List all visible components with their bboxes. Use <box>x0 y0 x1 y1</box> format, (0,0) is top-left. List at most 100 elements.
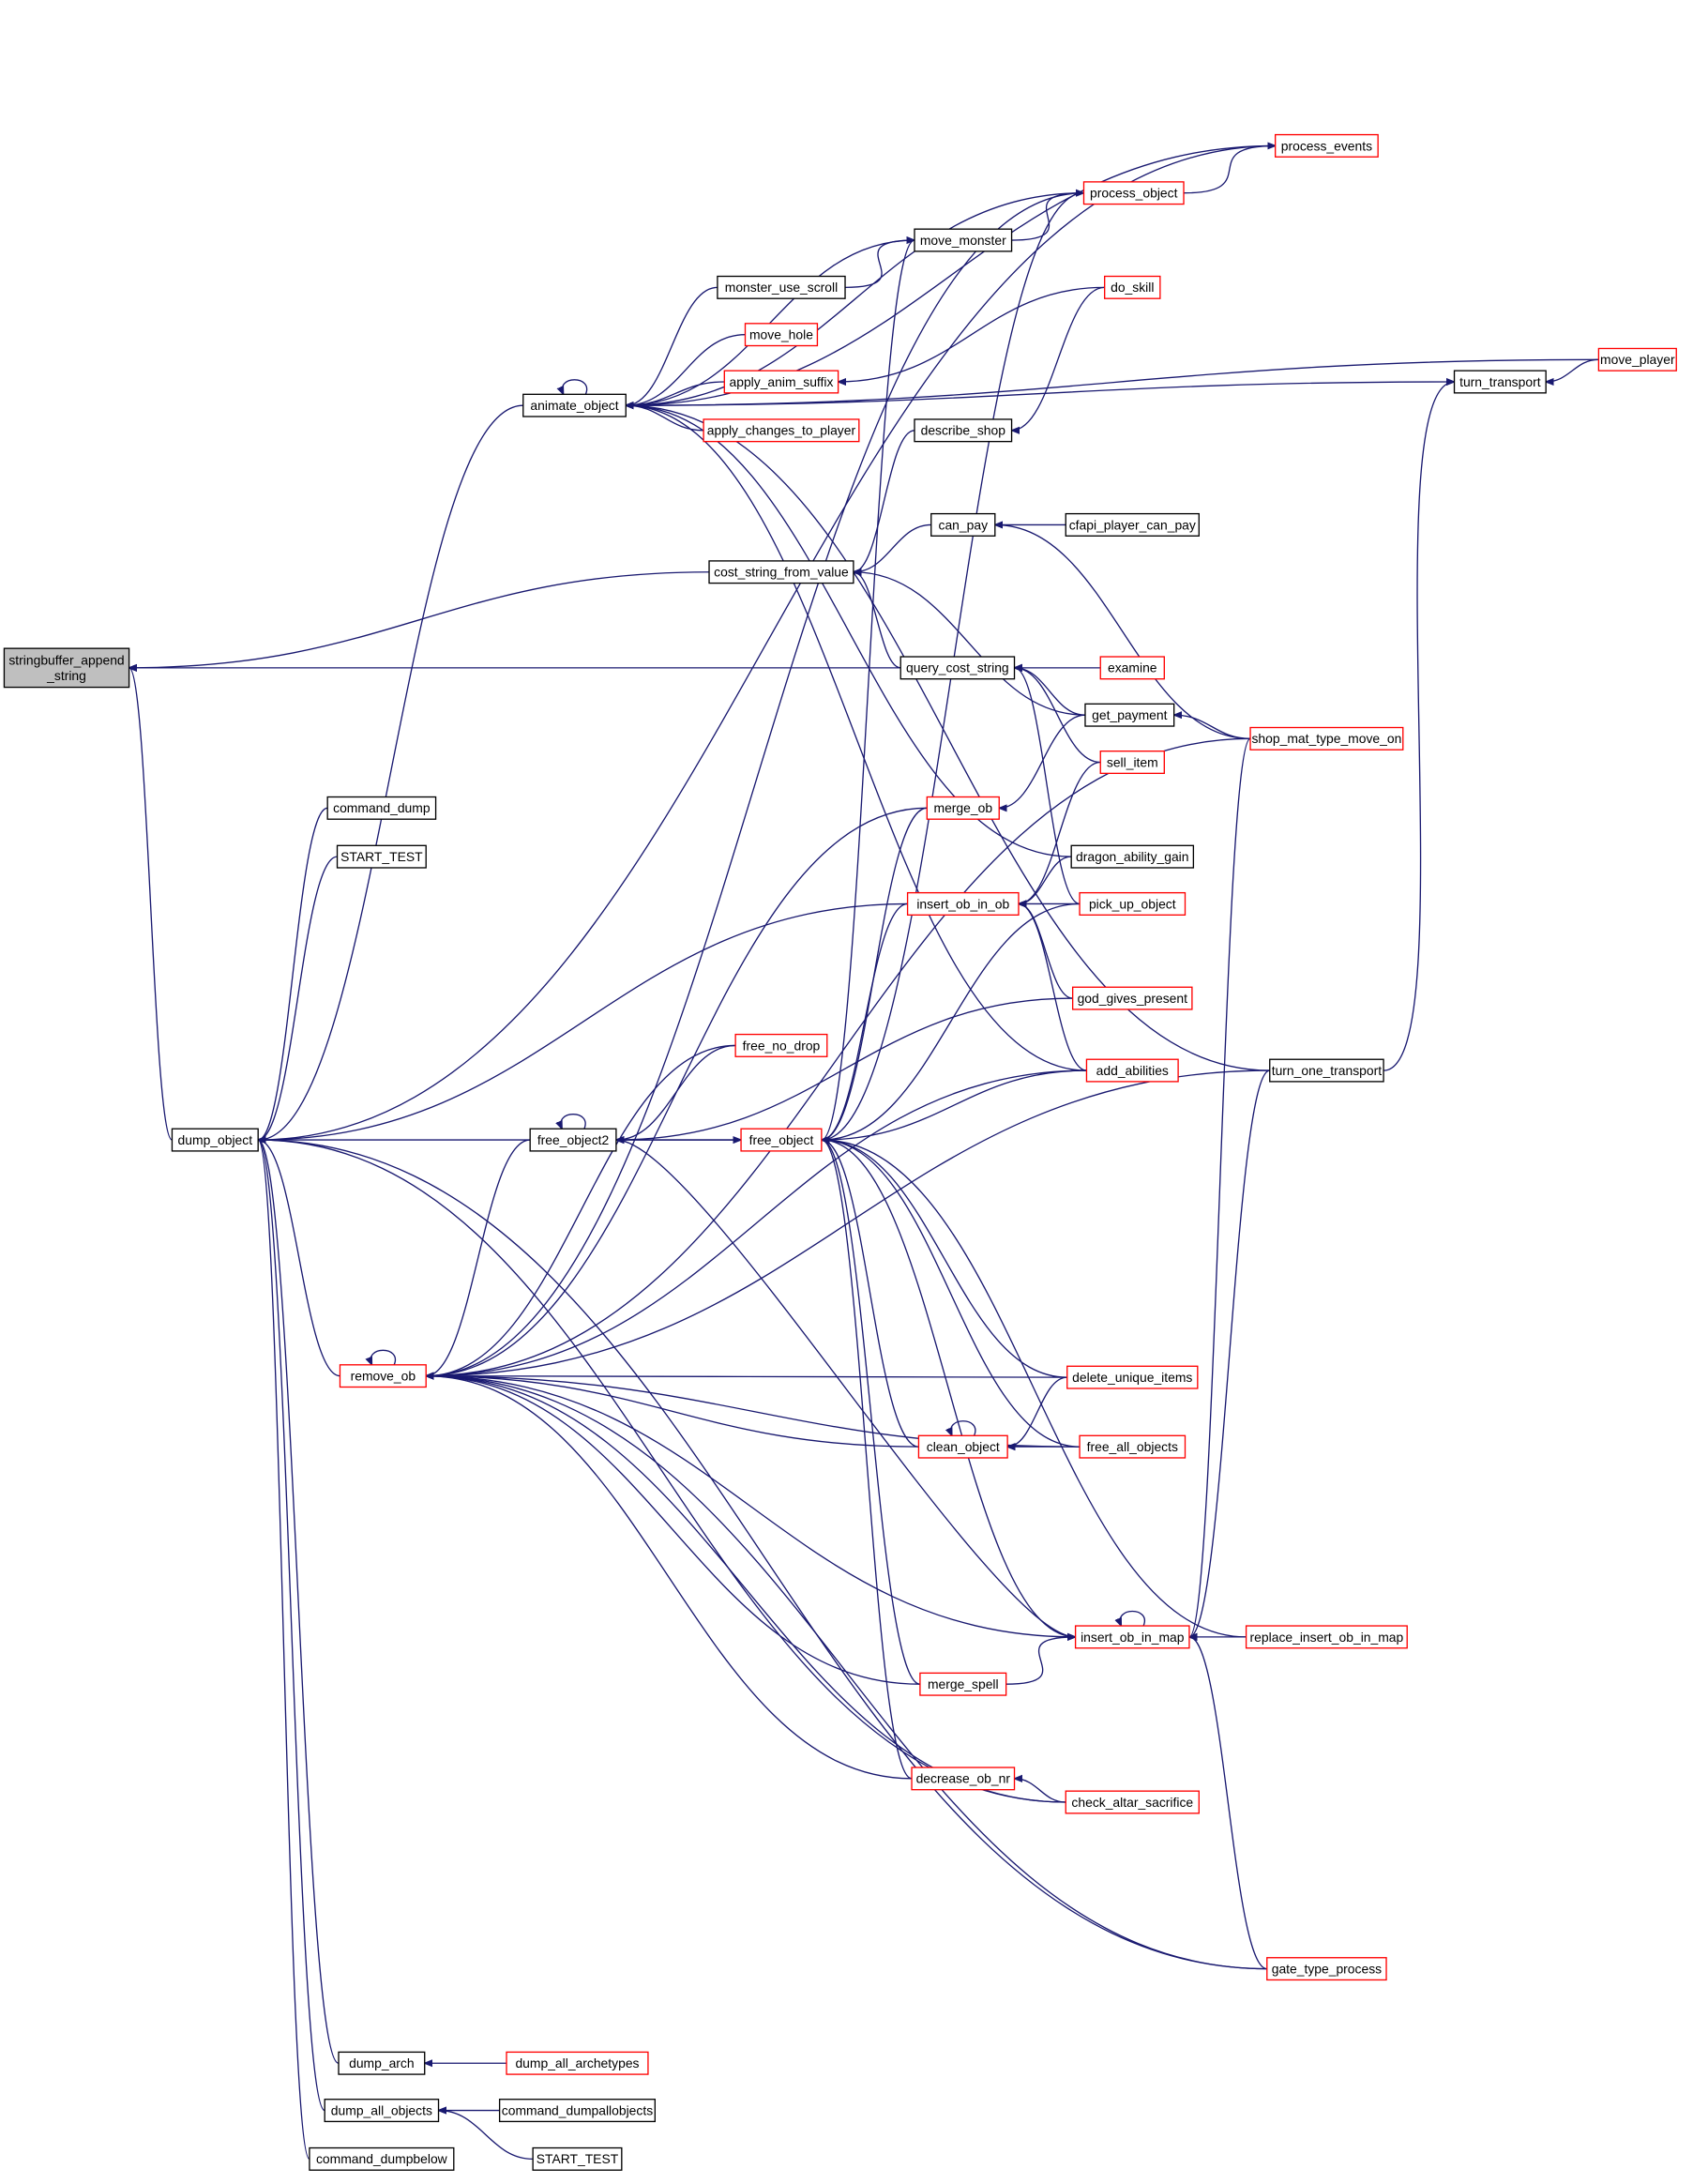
node-label: apply_anim_suffix <box>730 374 834 389</box>
node-label: _string <box>46 668 86 683</box>
node-apply-changes-to-player[interactable]: apply_changes_to_player <box>703 418 860 443</box>
node-move-player[interactable]: move_player <box>1597 347 1677 372</box>
edge-clean-object-to-remove-ob <box>426 1376 919 1448</box>
edge-move-monster-to-free-object <box>822 239 915 1140</box>
node-label: replace_insert_ob_in_map <box>1250 1630 1404 1645</box>
edge-do-skill-to-describe-shop <box>1012 286 1105 430</box>
edge-god-gives-present-to-free-object2 <box>616 997 1073 1140</box>
edge-move-hole-to-animate-object <box>626 334 746 405</box>
node-command-dump[interactable]: command_dump <box>326 796 437 820</box>
node-label: dump_all_archetypes <box>515 2055 639 2070</box>
node-box <box>1071 986 1193 1010</box>
node-box <box>1065 1790 1200 1814</box>
node-describe-shop[interactable]: describe_shop <box>914 418 1013 443</box>
node-box <box>338 2051 426 2075</box>
node-insert-ob-in-map[interactable]: insert_ob_in_map <box>1074 1625 1190 1649</box>
node-add-abilities[interactable]: add_abilities <box>1085 1058 1179 1083</box>
node-dump-arch[interactable]: dump_arch <box>338 2051 426 2075</box>
node-label: get_payment <box>1092 707 1167 722</box>
node-dragon-ability-gain[interactable]: dragon_ability_gain <box>1070 844 1195 869</box>
node-dump-all-archetypes[interactable]: dump_all_archetypes <box>506 2051 649 2075</box>
edge-dump-all-objects-to-dump-object <box>258 1140 325 2112</box>
node-free-object2[interactable]: free_object2 <box>529 1128 617 1152</box>
node-sell-item[interactable]: sell_item <box>1099 751 1165 775</box>
edge-get-payment-to-cost-string-from-value <box>854 572 1085 716</box>
node-cfapi-player-can-pay[interactable]: cfapi_player_can_pay <box>1065 512 1200 537</box>
node-box <box>906 891 1020 916</box>
node-can-pay[interactable]: can_pay <box>930 512 996 537</box>
node-label: merge_ob <box>934 800 993 815</box>
node-label: god_gives_present <box>1078 991 1188 1006</box>
edge-remove-ob-to-remove-ob <box>370 1349 397 1365</box>
node-examine[interactable]: examine <box>1099 656 1165 680</box>
edge-move-player-to-turn-transport <box>1546 358 1599 382</box>
node-gate-type-process[interactable]: gate_type_process <box>1266 1957 1387 1981</box>
node-merge-spell[interactable]: merge_spell <box>919 1672 1007 1696</box>
edge-add-abilities-to-animate-object <box>626 405 1087 1071</box>
node-command-dumpallobjects[interactable]: command_dumpallobjects <box>498 2099 656 2123</box>
node-label: command_dumpbelow <box>316 2151 448 2166</box>
node-start-test-2[interactable]: START_TEST <box>532 2146 623 2171</box>
node-move-monster[interactable]: move_monster <box>914 228 1013 252</box>
edge-dump-arch-to-dump-object <box>258 1140 340 2064</box>
edge-animate-object-to-animate-object <box>562 379 588 395</box>
node-box <box>914 418 1013 443</box>
node-process-events[interactable]: process_events <box>1275 133 1379 158</box>
node-check-altar-sacrifice[interactable]: check_altar_sacrifice <box>1065 1790 1200 1814</box>
node-label: delete_unique_items <box>1072 1370 1192 1385</box>
node-label: process_events <box>1281 138 1372 153</box>
node-replace-insert-ob-in-map[interactable]: replace_insert_ob_in_map <box>1245 1625 1408 1649</box>
node-stringbuffer-append-string[interactable]: stringbuffer_append_string <box>3 647 130 689</box>
edge-sell-item-to-insert-ob-in-ob <box>1019 761 1101 904</box>
edge-add-abilities-to-insert-ob-in-ob <box>1019 903 1087 1071</box>
edge-insert-ob-in-ob-to-dump-object <box>258 902 908 1140</box>
node-free-object[interactable]: free_object <box>740 1128 823 1152</box>
node-god-gives-present[interactable]: god_gives_present <box>1071 986 1193 1010</box>
node-dump-all-objects[interactable]: dump_all_objects <box>324 2099 440 2123</box>
node-label: command_dumpallobjects <box>502 2102 653 2117</box>
node-pick-up-object[interactable]: pick_up_object <box>1079 891 1187 916</box>
node-turn-one-transport[interactable]: turn_one_transport <box>1269 1058 1384 1083</box>
edge-shop-mat-type-move-on-to-get-payment <box>1174 715 1251 740</box>
node-box <box>1085 1058 1179 1083</box>
node-box <box>914 228 1013 252</box>
edge-move-monster-to-animate-object <box>626 239 915 405</box>
node-dump-object[interactable]: dump_object <box>171 1128 259 1152</box>
node-label: add_abilities <box>1096 1063 1169 1078</box>
node-label: turn_transport <box>1459 374 1541 389</box>
node-start-test-1[interactable]: START_TEST <box>336 844 427 869</box>
node-box <box>1079 891 1187 916</box>
node-decrease-ob-nr[interactable]: decrease_ob_nr <box>911 1767 1016 1791</box>
node-label: free_no_drop <box>743 1038 821 1053</box>
edge-process-object-to-remove-ob <box>426 192 1084 1376</box>
edge-get-payment-to-merge-ob <box>999 714 1085 808</box>
node-do-skill[interactable]: do_skill <box>1104 275 1161 299</box>
node-move-hole[interactable]: move_hole <box>744 323 819 347</box>
node-label: move_hole <box>749 327 813 342</box>
node-label: check_altar_sacrifice <box>1071 1795 1193 1810</box>
node-free-all-objects[interactable]: free_all_objects <box>1079 1434 1187 1459</box>
node-animate-object[interactable]: animate_object <box>522 393 627 417</box>
node-query-cost-string[interactable]: query_cost_string <box>899 656 1016 680</box>
edge-move-player-to-animate-object <box>626 358 1599 405</box>
node-label: dragon_ability_gain <box>1076 849 1188 864</box>
node-monster-use-scroll[interactable]: monster_use_scroll <box>717 275 846 299</box>
node-remove-ob[interactable]: remove_ob <box>339 1364 427 1388</box>
node-insert-ob-in-ob[interactable]: insert_ob_in_ob <box>906 891 1020 916</box>
node-cost-string-from-value[interactable]: cost_string_from_value <box>708 560 854 584</box>
edge-monster-use-scroll-to-move-monster <box>845 240 915 289</box>
node-merge-ob[interactable]: merge_ob <box>926 796 1000 820</box>
edge-can-pay-to-cost-string-from-value <box>854 523 931 571</box>
node-command-dumpbelow[interactable]: command_dumpbelow <box>309 2146 455 2171</box>
edge-monster-use-scroll-to-animate-object <box>626 286 718 405</box>
node-get-payment[interactable]: get_payment <box>1084 703 1175 727</box>
node-box <box>506 2051 649 2075</box>
node-free-no-drop[interactable]: free_no_drop <box>734 1033 828 1057</box>
node-apply-anim-suffix[interactable]: apply_anim_suffix <box>723 370 839 394</box>
node-process-object[interactable]: process_object <box>1082 181 1185 205</box>
node-turn-transport[interactable]: turn_transport <box>1453 370 1547 394</box>
node-shop-mat-type-move-on[interactable]: shop_mat_type_move_on <box>1249 726 1404 751</box>
node-box <box>1066 1365 1199 1389</box>
node-delete-unique-items[interactable]: delete_unique_items <box>1066 1365 1199 1389</box>
node-clean-object[interactable]: clean_object <box>917 1434 1008 1459</box>
